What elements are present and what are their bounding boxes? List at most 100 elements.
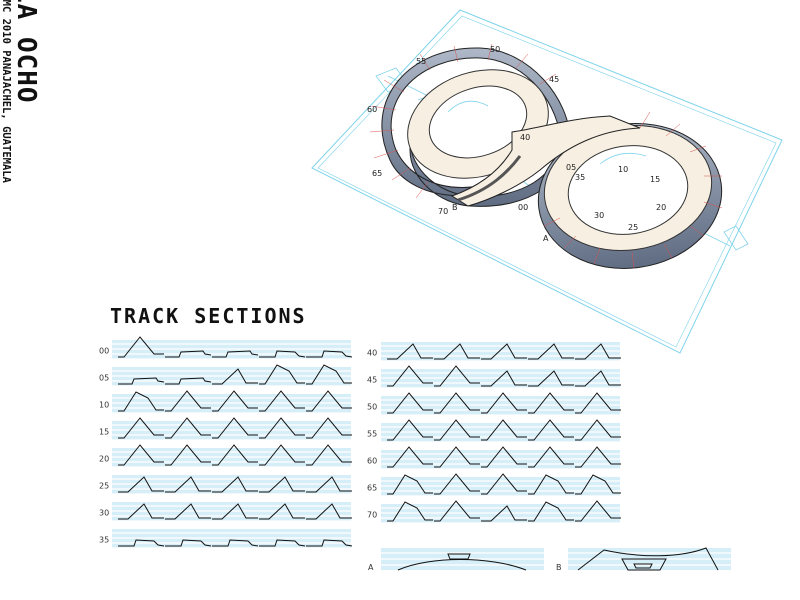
marker-30: 30 [594, 211, 604, 220]
section-profile [259, 350, 306, 358]
point-label-b: B [452, 203, 458, 212]
section-profile [528, 419, 574, 441]
section-profile [306, 417, 352, 439]
section-profile [259, 390, 305, 412]
section-profile [165, 444, 211, 466]
section-profile [387, 474, 433, 495]
section-profile [118, 391, 164, 412]
section-row: 70 [367, 500, 621, 524]
section-row: 40 [367, 342, 621, 362]
section-profile [481, 446, 527, 468]
row-label: 60 [367, 457, 377, 466]
section-row: 60 [367, 446, 621, 470]
row-label: 40 [367, 349, 377, 358]
section-profile [165, 503, 211, 520]
row-label: 00 [99, 347, 109, 356]
section-row: 65 [367, 473, 621, 497]
section-profile [306, 539, 353, 547]
section-a-label: A [368, 563, 374, 572]
section-profile [387, 392, 433, 414]
section-profile [434, 392, 480, 414]
row-label: 20 [99, 455, 109, 464]
section-profile [306, 350, 353, 358]
section-profile [434, 365, 480, 387]
section-profile [575, 474, 621, 495]
section-profile [387, 501, 433, 522]
section-b-label: B [556, 563, 562, 572]
section-profile [481, 343, 527, 360]
section-row: 45 [367, 365, 621, 389]
marker-50: 50 [490, 45, 500, 54]
marker-25: 25 [628, 223, 638, 232]
marker-65: 65 [372, 169, 382, 178]
section-profile [387, 365, 433, 387]
section-profile [575, 370, 621, 387]
section-profile [575, 500, 621, 522]
marker-10: 10 [618, 165, 628, 174]
section-profile [434, 419, 480, 441]
degree-markers: 00 05 10 15 20 25 30 35 40 45 50 55 60 6… [367, 45, 666, 243]
section-profile [528, 370, 574, 387]
section-profile [259, 539, 306, 547]
section-profile [212, 390, 258, 412]
marker-00: 00 [518, 203, 528, 212]
section-profile [165, 350, 212, 358]
section-row: 10 [99, 390, 352, 414]
loop-east-inner [567, 145, 689, 235]
sections-heading: TRACK SECTIONS [110, 304, 307, 328]
section-profile [528, 474, 574, 495]
section-row: 50 [367, 392, 621, 416]
section-row: 25 [99, 475, 352, 495]
marker-45: 45 [549, 75, 559, 84]
row-label: 70 [367, 511, 377, 520]
section-row: 15 [99, 417, 352, 441]
section-profile [118, 444, 164, 466]
section-profile [212, 476, 258, 493]
section-profile [481, 392, 527, 414]
section-b-panel: B [556, 547, 731, 572]
marker-20: 20 [656, 203, 666, 212]
section-row: 35 [99, 529, 353, 549]
section-profile [387, 419, 433, 441]
section-row: 00 [99, 336, 353, 360]
section-profile [434, 473, 480, 495]
section-profile [118, 476, 164, 493]
section-profile [434, 446, 480, 468]
row-label: 45 [367, 376, 377, 385]
section-profile [118, 377, 165, 385]
section-profile [259, 476, 305, 493]
marker-55: 55 [416, 57, 426, 66]
section-profile [259, 503, 305, 520]
loop-west-inner [428, 85, 528, 159]
section-profile [165, 390, 211, 412]
section-profile [118, 503, 164, 520]
row-label: 35 [99, 536, 109, 545]
section-profile [481, 505, 527, 522]
section-profile [387, 446, 433, 468]
section-profile [259, 444, 305, 466]
section-profile [259, 417, 305, 439]
row-label: 10 [99, 401, 109, 410]
track-crossing [450, 115, 641, 207]
section-profile [481, 473, 527, 495]
section-profile [259, 364, 305, 385]
row-label: 15 [99, 428, 109, 437]
section-profile [118, 336, 164, 358]
section-profile [481, 419, 527, 441]
section-profile [575, 392, 621, 414]
section-profile [212, 503, 258, 520]
section-profile [212, 417, 258, 439]
section-profile [528, 501, 574, 522]
section-profile [528, 343, 574, 360]
section-profile [575, 446, 621, 468]
section-profile [481, 370, 527, 387]
section-profile [528, 446, 574, 468]
section-profile [434, 500, 480, 522]
section-profile [575, 419, 621, 441]
row-label: 50 [367, 403, 377, 412]
section-row: 20 [99, 444, 352, 468]
section-profile [212, 350, 259, 358]
section-a-panel: A [368, 548, 544, 572]
